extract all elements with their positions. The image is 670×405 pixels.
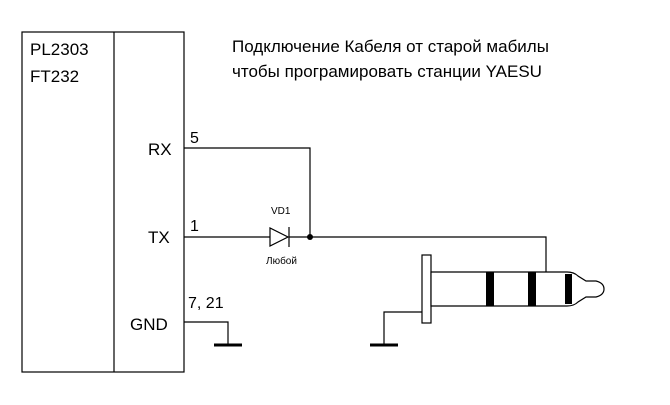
jack-shield-flange xyxy=(421,254,432,324)
adapter-module-box xyxy=(21,31,185,373)
diode-vd1 xyxy=(269,227,290,247)
chip-label-line2: FT232 xyxy=(30,67,79,86)
data-to-jack-wire xyxy=(310,236,547,272)
jack-body xyxy=(430,271,605,307)
jack-plug xyxy=(421,254,605,324)
jack-ground-wire xyxy=(383,311,422,345)
title-line-2: чтобы програмировать станции YAESU xyxy=(232,62,542,81)
pin-label-tx: TX xyxy=(148,228,170,247)
jack-ring-2 xyxy=(528,272,536,306)
chip-label-line1: PL2303 xyxy=(30,40,89,59)
title-line-1: Подключение Кабеля от старой мабилы xyxy=(232,37,549,56)
pin-label-gnd: GND xyxy=(130,315,168,334)
gnd-wire xyxy=(184,321,229,345)
diode-ref-label: VD1 xyxy=(271,206,291,217)
pin-number-rx: 5 xyxy=(190,130,199,147)
jack-ring-1 xyxy=(486,272,494,306)
diode-value-label: Любой xyxy=(266,255,297,267)
diode-triangle xyxy=(269,227,290,247)
pin-number-tx: 1 xyxy=(190,218,199,235)
pin-number-gnd: 7, 21 xyxy=(188,295,224,312)
pin-label-rx: RX xyxy=(148,140,172,159)
rx-wire xyxy=(184,147,311,237)
jack-ring-3 xyxy=(565,274,572,304)
